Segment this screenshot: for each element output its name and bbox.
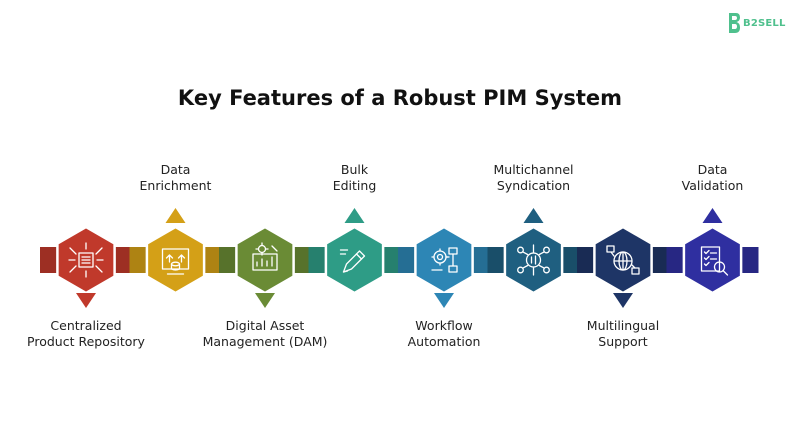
pointer-triangle xyxy=(702,208,723,223)
checklist-search-icon xyxy=(700,246,729,276)
page-title: Key Features of a Robust PIM System xyxy=(177,86,623,110)
pointer-triangle xyxy=(165,208,186,223)
feature-node xyxy=(503,225,564,295)
pointer-triangle xyxy=(76,293,96,308)
feature-label-line: Multichannel xyxy=(493,162,574,177)
feature-label-line: Syndication xyxy=(496,178,571,193)
feature-node xyxy=(324,225,385,295)
pencil-icon xyxy=(339,249,366,273)
feature-node xyxy=(682,225,743,295)
feature-label-line: Digital Asset xyxy=(225,318,305,333)
network-hub-icon xyxy=(517,244,550,276)
feature-label-line: Centralized xyxy=(50,318,122,333)
feature-label-line: Product Repository xyxy=(27,334,145,349)
workflow-gear-icon xyxy=(431,247,458,273)
brand-logo: B2SELL xyxy=(727,10,789,36)
feature-label-line: Automation xyxy=(407,334,481,349)
feature-label-line: Bulk xyxy=(340,162,369,177)
feature-label-line: Support xyxy=(598,334,648,349)
feature-label-line: Editing xyxy=(332,178,377,193)
product-box-icon xyxy=(68,242,104,278)
brand-name: B2SELL xyxy=(743,17,786,29)
pointer-triangle xyxy=(434,293,454,308)
asset-chart-icon xyxy=(252,242,278,271)
feature-hexagon xyxy=(235,225,295,295)
pointer-triangle xyxy=(344,208,365,223)
globe-language-icon xyxy=(606,245,640,275)
brand-logo-icon xyxy=(729,13,740,33)
feature-label-line: Management (DAM) xyxy=(202,334,328,349)
feature-hexagon xyxy=(414,225,474,295)
feature-label-line: Multilingual xyxy=(586,318,660,333)
feature-label-line: Data xyxy=(697,162,728,177)
data-enrichment-icon xyxy=(161,248,190,275)
pointer-triangle xyxy=(255,293,275,308)
feature-hexagon xyxy=(503,225,564,295)
feature-hexagon xyxy=(145,225,206,295)
feature-node xyxy=(56,225,116,295)
feature-hexagon xyxy=(324,225,385,295)
feature-node xyxy=(593,225,653,295)
feature-label-line: Validation xyxy=(681,178,744,193)
pointer-triangle xyxy=(523,208,544,223)
feature-label-line: Enrichment xyxy=(139,178,212,193)
pointer-triangle xyxy=(613,293,633,308)
feature-label-line: Data xyxy=(160,162,191,177)
feature-node xyxy=(414,225,474,295)
feature-label-line: Workflow xyxy=(415,318,473,333)
feature-node xyxy=(235,225,295,295)
feature-node xyxy=(145,225,206,295)
feature-hexagon xyxy=(682,225,743,295)
